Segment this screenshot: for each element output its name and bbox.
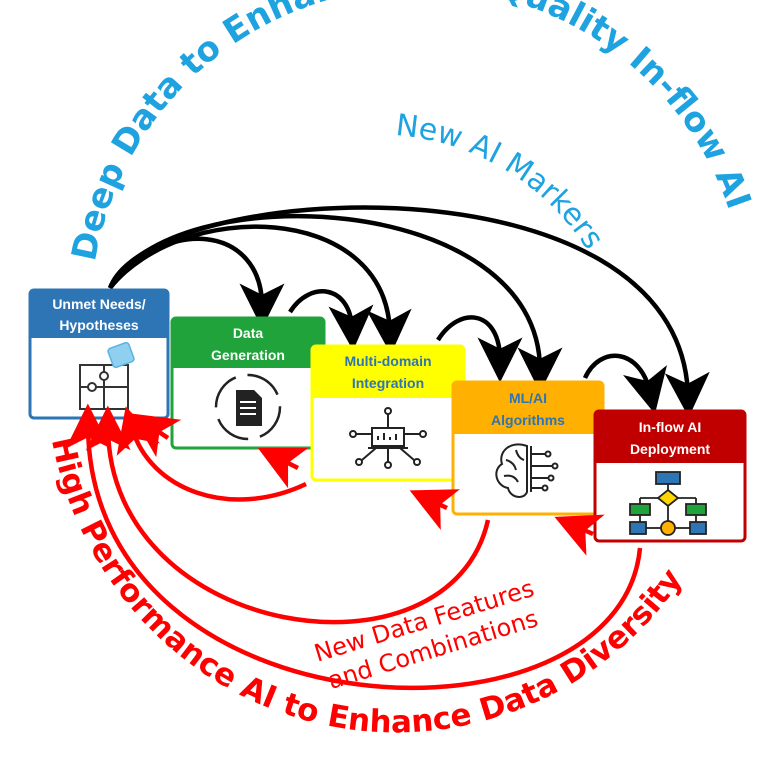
step-in-flow-ai-deployment: In-flow AI Deployment xyxy=(593,409,747,543)
step-integration-header xyxy=(312,346,464,398)
network-laptop-icon xyxy=(349,407,427,469)
document-cycle-icon xyxy=(214,373,282,441)
inner-bottom-text: New Data Features and Combinations xyxy=(311,574,541,695)
arrow-deployment-to-needs xyxy=(65,403,643,691)
step-algorithms-title-line1: ML/AI xyxy=(509,390,547,406)
step-algorithms-title-line2: Algorithms xyxy=(491,412,565,428)
step-multi-domain-integration: Multi-domain Integration xyxy=(310,344,466,482)
step-unmet-needs-title-line1: Unmet Needs/ xyxy=(52,296,145,312)
step-ml-ai-algorithms: ML/AI Algorithms xyxy=(451,380,605,516)
brain-circuit-icon xyxy=(495,443,559,498)
step-unmet-needs-title-line2: Hypotheses xyxy=(59,317,139,333)
inner-top-arc-text: New AI Markers xyxy=(394,108,610,255)
step-integration-title-line2: Integration xyxy=(352,375,424,391)
step-integration-title-line1: Multi-domain xyxy=(344,353,431,369)
step-algorithms-header xyxy=(453,382,603,434)
step-deployment-title-line1: In-flow AI xyxy=(639,419,701,435)
flowchart-icon xyxy=(629,471,707,536)
forward-arrows xyxy=(107,205,710,418)
step-unmet-needs-header xyxy=(30,290,168,338)
step-deployment-header xyxy=(595,411,745,463)
arrow-integration-to-generation xyxy=(257,447,309,489)
arrow-needs-to-algorithms xyxy=(108,213,563,393)
arrow-algorithms-to-deployment xyxy=(582,353,667,414)
step-deployment-title-line2: Deployment xyxy=(630,441,710,457)
arrow-needs-to-generation xyxy=(108,236,285,329)
arrow-integration-to-algorithms xyxy=(436,315,523,383)
arrow-algorithms-to-integration xyxy=(409,489,460,530)
step-data-generation: Data Generation xyxy=(170,316,326,450)
arrow-deployment-to-algorithms xyxy=(554,514,605,556)
arrow-generation-to-integration xyxy=(288,289,374,351)
step-data-generation-title-line2: Generation xyxy=(211,347,285,363)
step-data-generation-header xyxy=(172,318,324,368)
feedback-arrows xyxy=(65,403,643,691)
arrow-algorithms-to-needs xyxy=(85,405,491,625)
arrow-generation-to-needs xyxy=(131,413,182,458)
step-data-generation-title-line1: Data xyxy=(233,325,264,341)
step-unmet-needs: Unmet Needs/ Hypotheses xyxy=(28,288,170,420)
